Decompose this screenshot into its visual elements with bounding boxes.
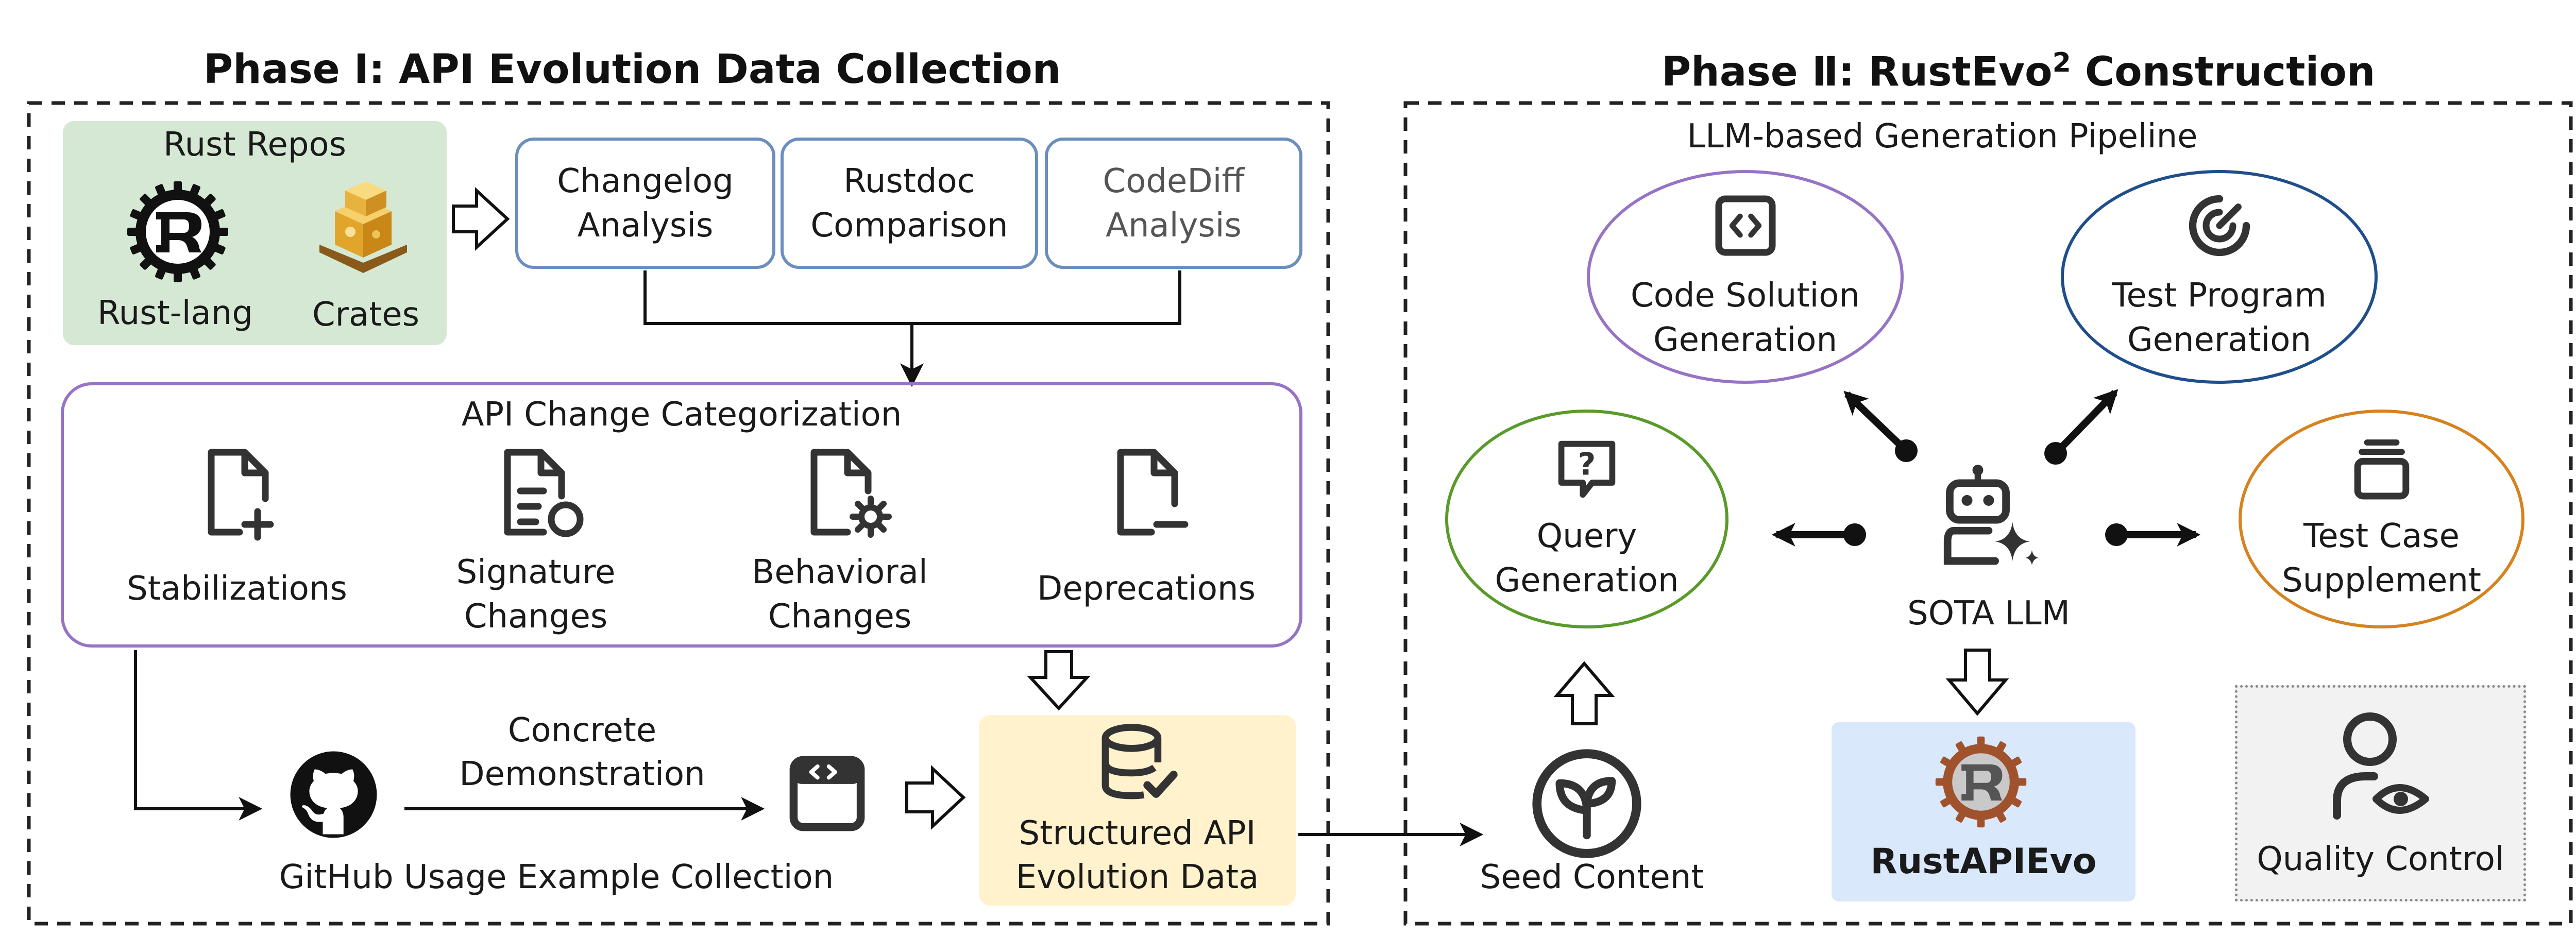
codediff-line1: CodeDiff xyxy=(1103,162,1245,200)
hollow-arrow-to-structured xyxy=(905,765,966,830)
file-text-search-icon xyxy=(504,449,584,537)
svg-text:?: ? xyxy=(1578,446,1596,482)
test-program-line2: Generation xyxy=(2127,320,2312,359)
rustapievo-logo-icon xyxy=(1935,736,2027,828)
file-gear-icon xyxy=(810,449,892,538)
file-plus-icon xyxy=(208,449,274,541)
structured-line1: Structured API xyxy=(1019,814,1256,853)
sota-llm-label: SOTA LLM xyxy=(1907,594,2070,633)
behavioral-changes-line1: Behavioral xyxy=(752,553,928,591)
hollow-arrow-up-query xyxy=(1553,661,1615,725)
github-usage-label: GitHub Usage Example Collection xyxy=(279,858,834,896)
question-bubble-icon: ? xyxy=(1558,440,1616,498)
user-eye-icon xyxy=(2333,712,2429,820)
changelog-analysis-box: Changelog Analysis xyxy=(515,138,775,269)
behavioral-changes-line2: Changes xyxy=(768,598,912,636)
phase1-frame xyxy=(27,101,1330,926)
test-case-line2: Supplement xyxy=(2282,561,2481,600)
stack-icon xyxy=(2354,439,2409,499)
code-block-icon xyxy=(1715,195,1775,256)
seedling-icon xyxy=(1532,749,1641,858)
changelog-line2: Analysis xyxy=(577,206,714,245)
api-change-categorization-box xyxy=(61,382,1302,648)
crates-icon xyxy=(319,181,407,273)
database-check-icon xyxy=(1101,724,1178,799)
code-solution-line2: Generation xyxy=(1653,320,1838,359)
dot-arrows xyxy=(1771,389,2201,547)
stabilizations-label: Stabilizations xyxy=(127,570,347,608)
github-icon xyxy=(290,751,377,838)
code-solution-ellipse: Code Solution Generation xyxy=(1587,170,1904,384)
codediff-analysis-box: CodeDiff Analysis xyxy=(1045,138,1302,269)
signature-changes-line1: Signature xyxy=(456,553,616,591)
concrete-demo-line1: Concrete xyxy=(507,711,657,750)
arrow-to-github xyxy=(134,650,263,821)
changelog-line1: Changelog xyxy=(557,162,734,200)
query-generation-ellipse: ? Query Generation xyxy=(1445,410,1728,628)
hollow-arrow-down-structured xyxy=(1027,650,1091,711)
rustapievo-label: RustAPIEvo xyxy=(1870,841,2097,882)
concrete-demo-line2: Demonstration xyxy=(459,755,705,793)
structured-line2: Evolution Data xyxy=(1015,858,1259,896)
code-solution-line1: Code Solution xyxy=(1631,276,1860,315)
test-program-ellipse: Test Program Generation xyxy=(2061,170,2378,384)
robot-sparkle-icon xyxy=(1943,465,2039,566)
hollow-arrow-repos xyxy=(452,187,510,251)
categorization-title: API Change Categorization xyxy=(461,396,902,434)
phase2-title: Phase Ⅱ: RustEvo2 Construction xyxy=(1662,47,2376,95)
quality-control-label: Quality Control xyxy=(2257,840,2504,878)
query-line1: Query xyxy=(1536,517,1637,555)
phase1-title: Phase Ⅰ: API Evolution Data Collection xyxy=(204,46,1061,93)
code-window-icon xyxy=(789,756,865,831)
pipeline-label: LLM-based Generation Pipeline xyxy=(1687,117,2198,156)
seed-content-label: Seed Content xyxy=(1480,858,1704,896)
gauge-icon xyxy=(2189,195,2250,256)
hollow-arrow-down-rustapievo xyxy=(1945,649,2009,716)
rust-repos-title: Rust Repos xyxy=(163,126,347,164)
rustdoc-line1: Rustdoc xyxy=(843,162,975,200)
rust-logo-icon xyxy=(127,181,228,282)
test-case-ellipse: Test Case Supplement xyxy=(2239,410,2524,628)
rust-lang-label: Rust-lang xyxy=(97,294,253,332)
rustdoc-line2: Comparison xyxy=(810,206,1008,245)
analysis-connector xyxy=(643,270,1181,325)
crates-label: Crates xyxy=(312,296,420,334)
test-program-line1: Test Program xyxy=(2112,276,2327,315)
deprecations-label: Deprecations xyxy=(1037,570,1256,608)
phase2-frame xyxy=(1403,101,2573,926)
rustdoc-comparison-box: Rustdoc Comparison xyxy=(781,138,1038,269)
codediff-line2: Analysis xyxy=(1106,206,1242,245)
signature-changes-line2: Changes xyxy=(464,598,608,636)
file-minus-icon xyxy=(1117,449,1189,536)
query-line2: Generation xyxy=(1495,561,1679,600)
test-case-line1: Test Case xyxy=(2303,517,2460,555)
